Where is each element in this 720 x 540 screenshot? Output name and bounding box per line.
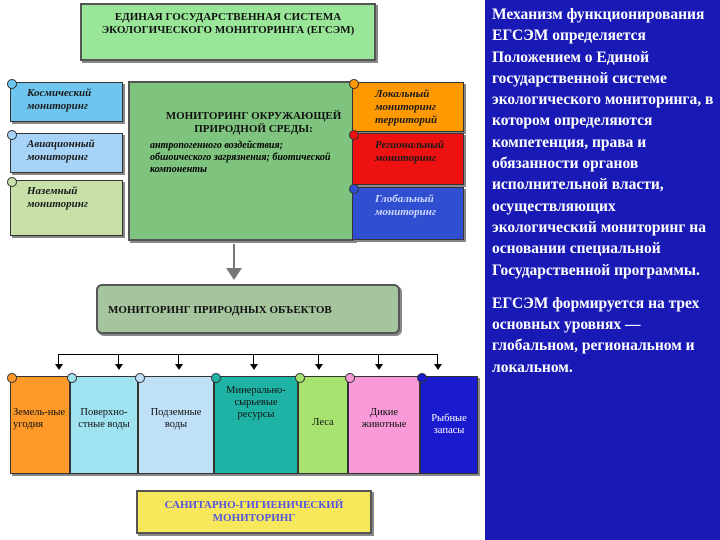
sanitary-monitoring-label: САНИТАРНО-ГИГИЕНИЧЕСКИЙ МОНИТОРИНГ xyxy=(164,499,344,524)
title-box: ЕДИНАЯ ГОСУДАРСТВЕННАЯ СИСТЕМА ЭКОЛОГИЧЕ… xyxy=(80,3,376,61)
ground-monitoring-scroll: Наземный мониторинг xyxy=(7,177,123,236)
ground-monitoring-label: Наземный мониторинг xyxy=(27,185,88,210)
regional-monitoring-label: Региональный мониторинг xyxy=(375,139,445,164)
aviation-monitoring-label: Авиационный мониторинг xyxy=(27,138,95,163)
environment-monitoring-title: МОНИТОРИНГ ОКРУЖАЮЩЕЙ ПРИРОДНОЙ СРЕДЫ: xyxy=(165,110,342,135)
description-paragraph-2: ЕГСЭМ формируется на трех основных уровн… xyxy=(492,294,700,376)
connector-arrow-icon xyxy=(434,354,442,370)
object-label: Поверхно-стные воды xyxy=(78,407,130,430)
object-label: Леса xyxy=(312,417,334,428)
connector-line xyxy=(58,354,438,355)
global-monitoring-label: Глобальный мониторинг xyxy=(375,193,436,218)
connector-arrow-icon xyxy=(115,354,123,370)
environment-monitoring-desc: антропогенного воздействия; обшоического… xyxy=(150,140,331,175)
connector-arrow-icon xyxy=(175,354,183,370)
global-monitoring-box: Глобальный мониторинг xyxy=(349,184,464,240)
description-panel: Механизм функционирования ЕГСЭМ определя… xyxy=(485,0,720,540)
object-mineral-resources: Минерально-сырьевые ресурсы xyxy=(211,373,298,474)
object-wild-animals: Дикие животные xyxy=(345,373,420,474)
aviation-monitoring-scroll: Авиационный мониторинг xyxy=(7,130,123,173)
object-label: Дикие животные xyxy=(361,407,407,430)
connector-arrow-icon xyxy=(315,354,323,370)
connector-arrow-icon xyxy=(55,354,63,370)
natural-objects-box: МОНИТОРИНГ ПРИРОДНЫХ ОБЪЕКТОВ xyxy=(96,284,400,334)
object-fish-stocks: Рыбные запасы xyxy=(417,373,478,474)
local-monitoring-box: Локальный мониторинг территорий xyxy=(349,79,464,132)
object-label: Минерально-сырьевые ресурсы xyxy=(226,385,286,420)
title-text: ЕДИНАЯ ГОСУДАРСТВЕННАЯ СИСТЕМА ЭКОЛОГИЧЕ… xyxy=(101,11,355,36)
sanitary-monitoring-box: САНИТАРНО-ГИГИЕНИЧЕСКИЙ МОНИТОРИНГ xyxy=(136,490,372,534)
space-monitoring-scroll: Космический мониторинг xyxy=(7,79,123,122)
object-surface-water: Поверхно-стные воды xyxy=(67,373,138,474)
connector-arrow-icon xyxy=(375,354,383,370)
regional-monitoring-box: Региональный мониторинг xyxy=(349,130,464,185)
description-paragraph-1: Механизм функционирования ЕГСЭМ определя… xyxy=(492,6,714,279)
object-label: Земель-ные угодия xyxy=(13,407,66,430)
object-ground-water: Подземные воды xyxy=(135,373,214,474)
natural-objects-label: МОНИТОРИНГ ПРИРОДНЫХ ОБЪЕКТОВ xyxy=(108,304,332,316)
object-label: Рыбные запасы xyxy=(431,413,467,436)
connector-arrow-icon xyxy=(250,354,258,370)
object-land: Земель-ные угодия xyxy=(7,373,70,474)
object-label: Подземные воды xyxy=(150,407,202,430)
space-monitoring-label: Космический мониторинг xyxy=(27,87,92,112)
down-arrow-icon xyxy=(226,244,242,280)
environment-monitoring-box: МОНИТОРИНГ ОКРУЖАЮЩЕЙ ПРИРОДНОЙ СРЕДЫ: а… xyxy=(128,81,355,241)
object-forest: Леса xyxy=(295,373,348,474)
local-monitoring-label: Локальный мониторинг территорий xyxy=(375,88,438,126)
